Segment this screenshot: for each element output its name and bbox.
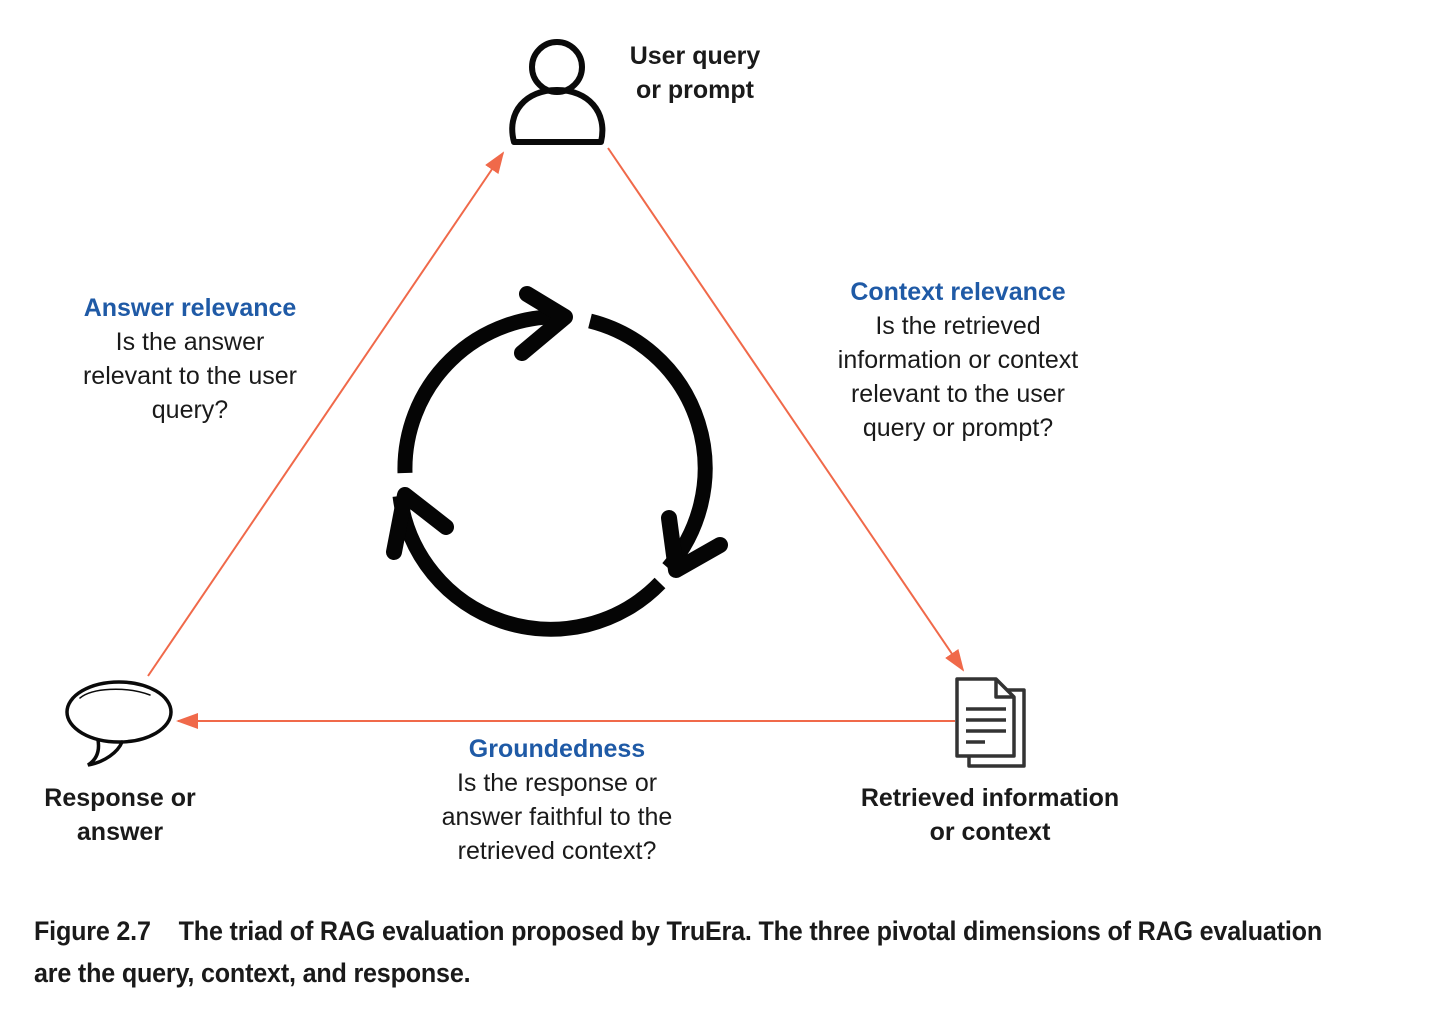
- answer-relevance-line: relevant to the user: [82, 362, 297, 390]
- retrieved-context-label: Retrieved information or context: [835, 781, 1145, 849]
- cycle-arrows-icon: [386, 286, 728, 637]
- user-icon: [509, 39, 606, 145]
- context-relevance-line: Is the retrieved: [875, 312, 1041, 340]
- response-label: Response or answer: [20, 781, 220, 849]
- document-icon: [955, 677, 1026, 768]
- response-line-2: answer: [76, 818, 164, 846]
- context-relevance-line: information or context: [837, 346, 1079, 374]
- context-line-1: Retrieved information: [860, 784, 1120, 812]
- answer-relevance-line: Is the answer: [115, 328, 265, 356]
- groundedness-line: retrieved context?: [457, 837, 657, 865]
- answer-relevance-line: query?: [151, 396, 229, 424]
- answer-relevance-arrow: [147, 151, 505, 677]
- speech-bubble-icon: [65, 680, 173, 767]
- figure-number: Figure 2.7: [34, 916, 151, 946]
- context-line-2: or context: [929, 818, 1051, 846]
- figure-caption-text: The triad of RAG evaluation proposed by …: [34, 916, 1322, 988]
- context-relevance-arrow: [607, 147, 965, 672]
- groundedness-line: answer faithful to the: [441, 803, 673, 831]
- user-query-line-2: or prompt: [635, 76, 755, 104]
- user-query-line-1: User query: [629, 42, 761, 70]
- context-relevance-title: Context relevance: [850, 278, 1066, 306]
- answer-relevance-label: Answer relevance Is the answer relevant …: [50, 291, 330, 427]
- context-relevance-line: query or prompt?: [862, 414, 1054, 442]
- groundedness-line: Is the response or: [456, 769, 658, 797]
- user-query-label: User query or prompt: [610, 39, 780, 107]
- groundedness-label: Groundedness Is the response or answer f…: [407, 732, 707, 868]
- groundedness-title: Groundedness: [468, 735, 646, 763]
- answer-relevance-title: Answer relevance: [83, 294, 297, 322]
- context-relevance-line: relevant to the user: [850, 380, 1065, 408]
- response-line-1: Response or: [44, 784, 196, 812]
- context-relevance-label: Context relevance Is the retrieved infor…: [803, 275, 1113, 445]
